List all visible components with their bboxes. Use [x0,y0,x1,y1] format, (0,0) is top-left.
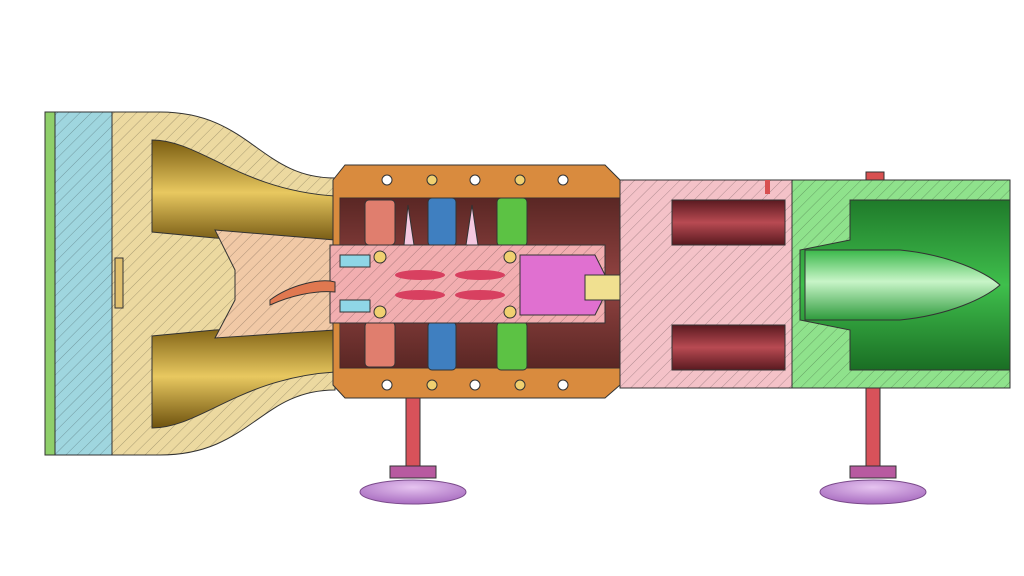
bearing-bottom [364,321,396,368]
turbine-wheel-bottom [496,321,528,371]
stand-left [359,397,467,505]
intake-filter [44,111,114,456]
turbine-wheel-top [496,197,528,247]
bearing-top [364,199,396,246]
compressor-wheel-bottom [427,321,457,371]
exhaust-nozzle [791,171,1011,389]
compressor-wheel-top [427,197,457,247]
stand-right [819,387,927,505]
combustion-chamber-bottom [671,324,786,371]
intake-bellmouth [111,111,336,456]
compressor-casing [269,164,661,399]
combustion-chamber-top [671,199,786,246]
combustor [619,179,793,389]
casing-holes [381,174,569,391]
casing-screws [426,174,526,391]
exhaust-cone [804,249,1001,321]
